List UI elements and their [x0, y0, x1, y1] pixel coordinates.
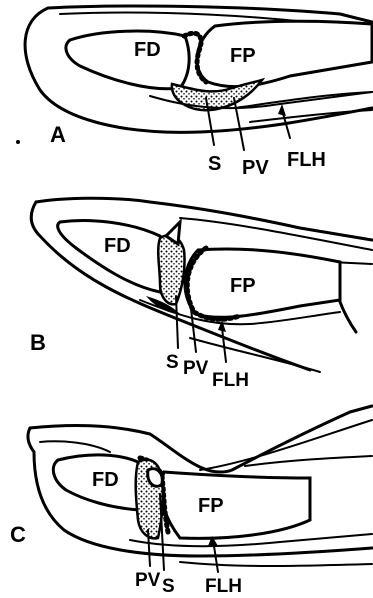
panel-a-letter: A [50, 122, 66, 147]
panel-c-flh-label: FLH [205, 576, 242, 597]
panel-b-proximal-phalanx [185, 249, 340, 317]
panel-b-volar-plate [158, 235, 184, 304]
panel-b-s-pointer [176, 296, 178, 348]
panel-a-pv-pointer [234, 98, 244, 150]
panel-b: FD FP B S PV FLH [30, 198, 372, 391]
panel-a-fd-label: FD [134, 39, 161, 61]
panel-a: FD FP A S PV FLH [16, 6, 372, 179]
panel-c-flh-pointer [214, 546, 218, 572]
panel-a-s-label: S [208, 153, 221, 175]
panel-b-flh-pointer [222, 328, 226, 362]
panel-a-fp-label: FP [230, 45, 256, 67]
panel-c-letter: C [10, 522, 26, 547]
panel-b-fp-label: FP [230, 275, 256, 297]
panel-b-pv-label: PV [183, 358, 209, 379]
panel-a-distal-phalanx [66, 31, 189, 89]
panel-b-flh-label: FLH [212, 370, 249, 391]
panel-c: FD FP C PV S FLH [10, 406, 372, 597]
panel-c-s-label: S [162, 576, 175, 597]
panel-a-pv-label: PV [242, 157, 269, 179]
panel-a-flh-label: FLH [287, 149, 326, 171]
panel-c-proximal-phalanx [161, 472, 310, 538]
panel-b-s-label: S [166, 352, 179, 373]
panel-c-fd-label: FD [92, 469, 119, 491]
panel-c-pv-label: PV [135, 570, 161, 591]
panel-c-fp-label: FP [198, 495, 224, 517]
panel-a-proximal-phalanx [197, 21, 372, 86]
panel-b-fd-label: FD [104, 235, 131, 257]
panel-b-letter: B [30, 330, 46, 355]
